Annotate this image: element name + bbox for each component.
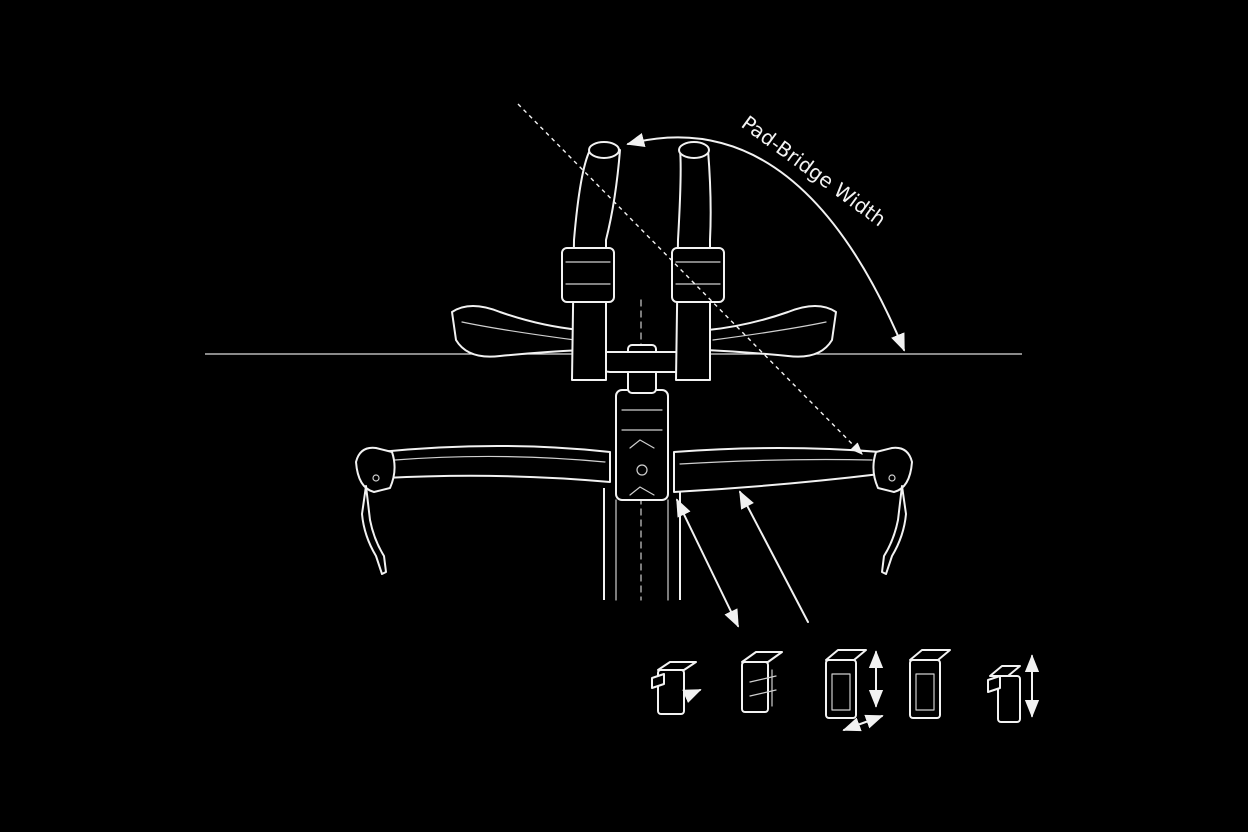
bridge-variant-1 bbox=[651, 661, 702, 715]
bridge-variant-4 bbox=[909, 649, 951, 719]
bridge-variant-5 bbox=[987, 654, 1040, 723]
left-extension bbox=[561, 141, 621, 381]
right-arm-pad bbox=[705, 305, 837, 358]
bridge-variant-3 bbox=[825, 649, 884, 732]
width-arc-arrow bbox=[626, 133, 905, 352]
left-arm-pad bbox=[451, 305, 583, 358]
callout-arrow-1 bbox=[676, 498, 739, 628]
dashed-measure-line bbox=[517, 103, 863, 455]
pad-bridge-width-label: Pad-Bridge Width bbox=[737, 111, 890, 232]
stem-steerer bbox=[603, 344, 681, 601]
right-brake-lever bbox=[872, 446, 913, 575]
bridge-variant-2 bbox=[741, 651, 783, 713]
bridge-variants bbox=[651, 649, 1040, 732]
left-brake-lever bbox=[355, 446, 396, 575]
callout-arrow-2 bbox=[739, 490, 809, 623]
